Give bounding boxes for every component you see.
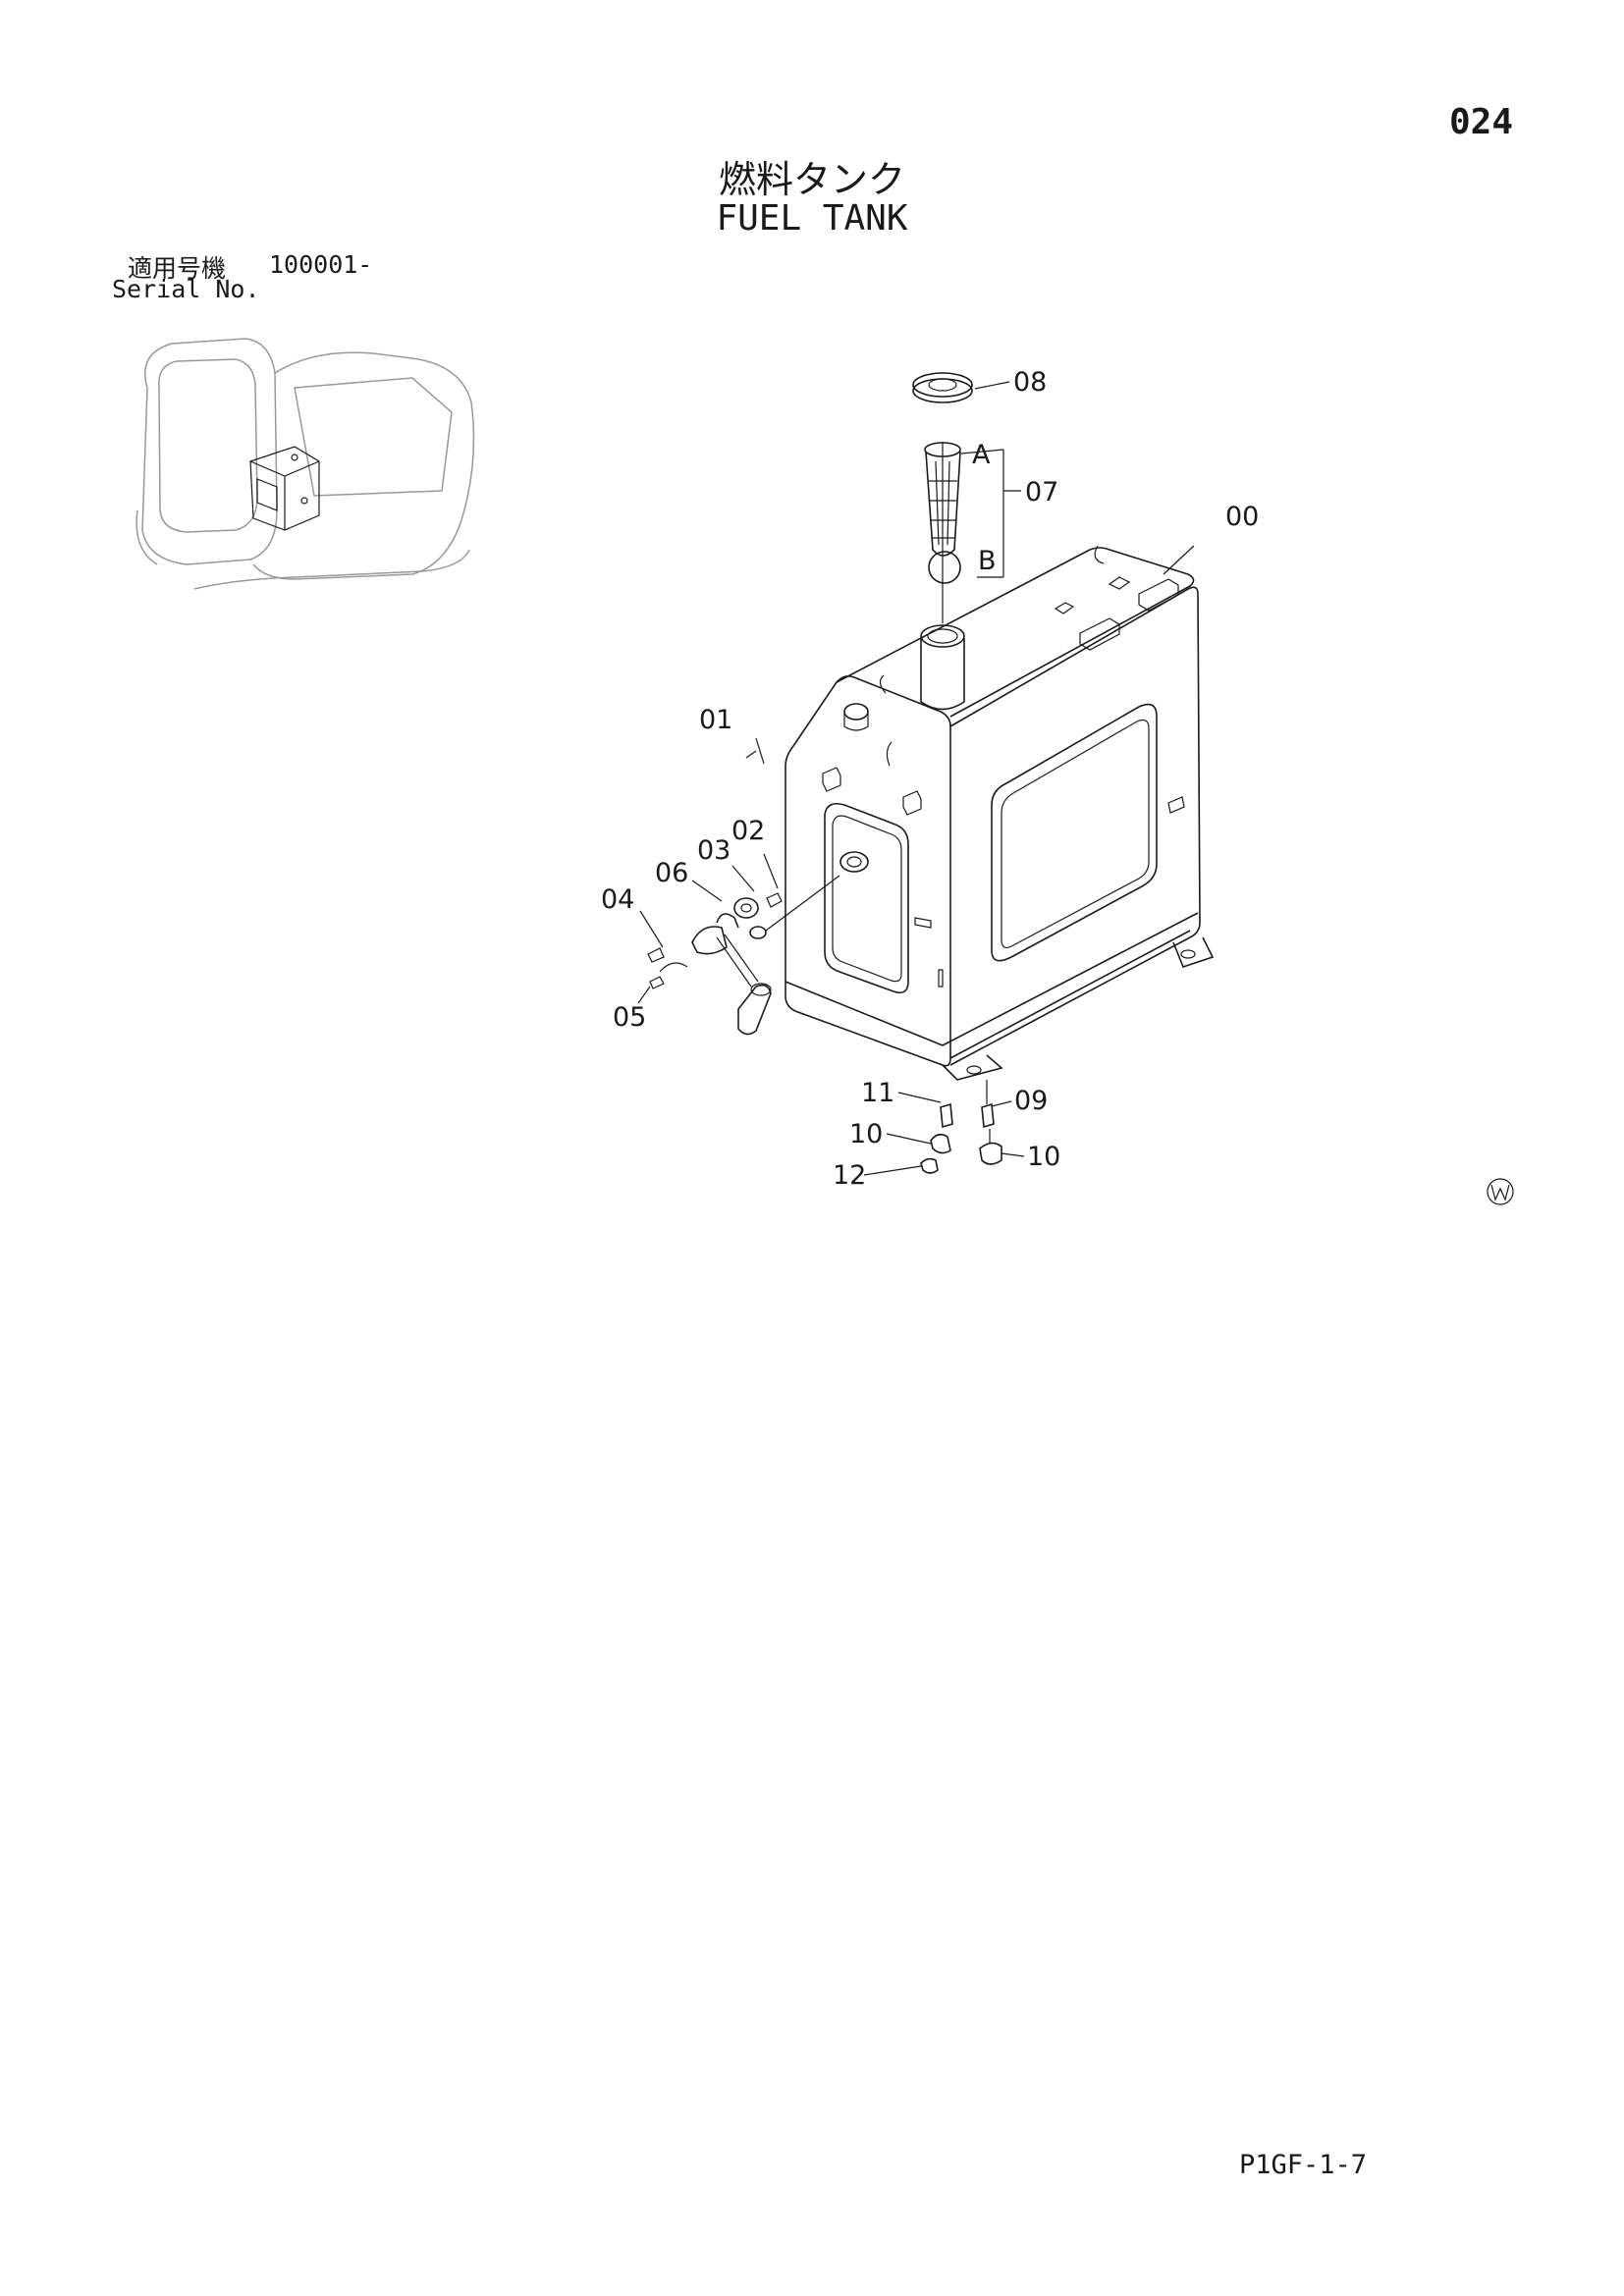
callout-09: 09 <box>1014 1086 1048 1116</box>
callout-08: 08 <box>1013 367 1047 398</box>
callout-01: 01 <box>699 705 732 735</box>
page-code: P1GF-1-7 <box>1239 2150 1368 2180</box>
excavator-locator-sketch <box>135 338 475 590</box>
callout-00: 00 <box>1225 502 1259 532</box>
page-number: 024 <box>1449 102 1514 142</box>
callout-07: 07 <box>1025 477 1058 507</box>
callout-06: 06 <box>655 858 688 888</box>
callout-10-left: 10 <box>849 1119 883 1149</box>
callout-A: A <box>972 440 991 470</box>
title-english: FUEL TANK <box>716 198 908 239</box>
leader-lines <box>637 381 1195 1176</box>
serial-label-japanese: 適用号機 <box>128 254 227 283</box>
callout-02: 02 <box>731 816 765 846</box>
strainer-07 <box>924 442 961 584</box>
serial-label-english: Serial No. <box>112 275 260 303</box>
fuel-level-sender <box>647 875 840 1036</box>
callout-03: 03 <box>697 835 731 866</box>
callout-11: 11 <box>861 1078 894 1108</box>
serial-value: 100001- <box>269 250 373 279</box>
callout-12: 12 <box>833 1160 866 1191</box>
drain-valves <box>920 1080 1002 1174</box>
circled-w-mark <box>1487 1178 1514 1205</box>
title-japanese: 燃料タンク <box>718 158 905 201</box>
fuel-tank-body <box>785 545 1215 1081</box>
filler-cap-08 <box>912 372 973 403</box>
filler-neck <box>920 442 965 711</box>
callout-05: 05 <box>613 1002 646 1033</box>
callout-B: B <box>978 546 997 576</box>
callout-04: 04 <box>601 884 634 915</box>
callout-10-right: 10 <box>1027 1142 1060 1172</box>
